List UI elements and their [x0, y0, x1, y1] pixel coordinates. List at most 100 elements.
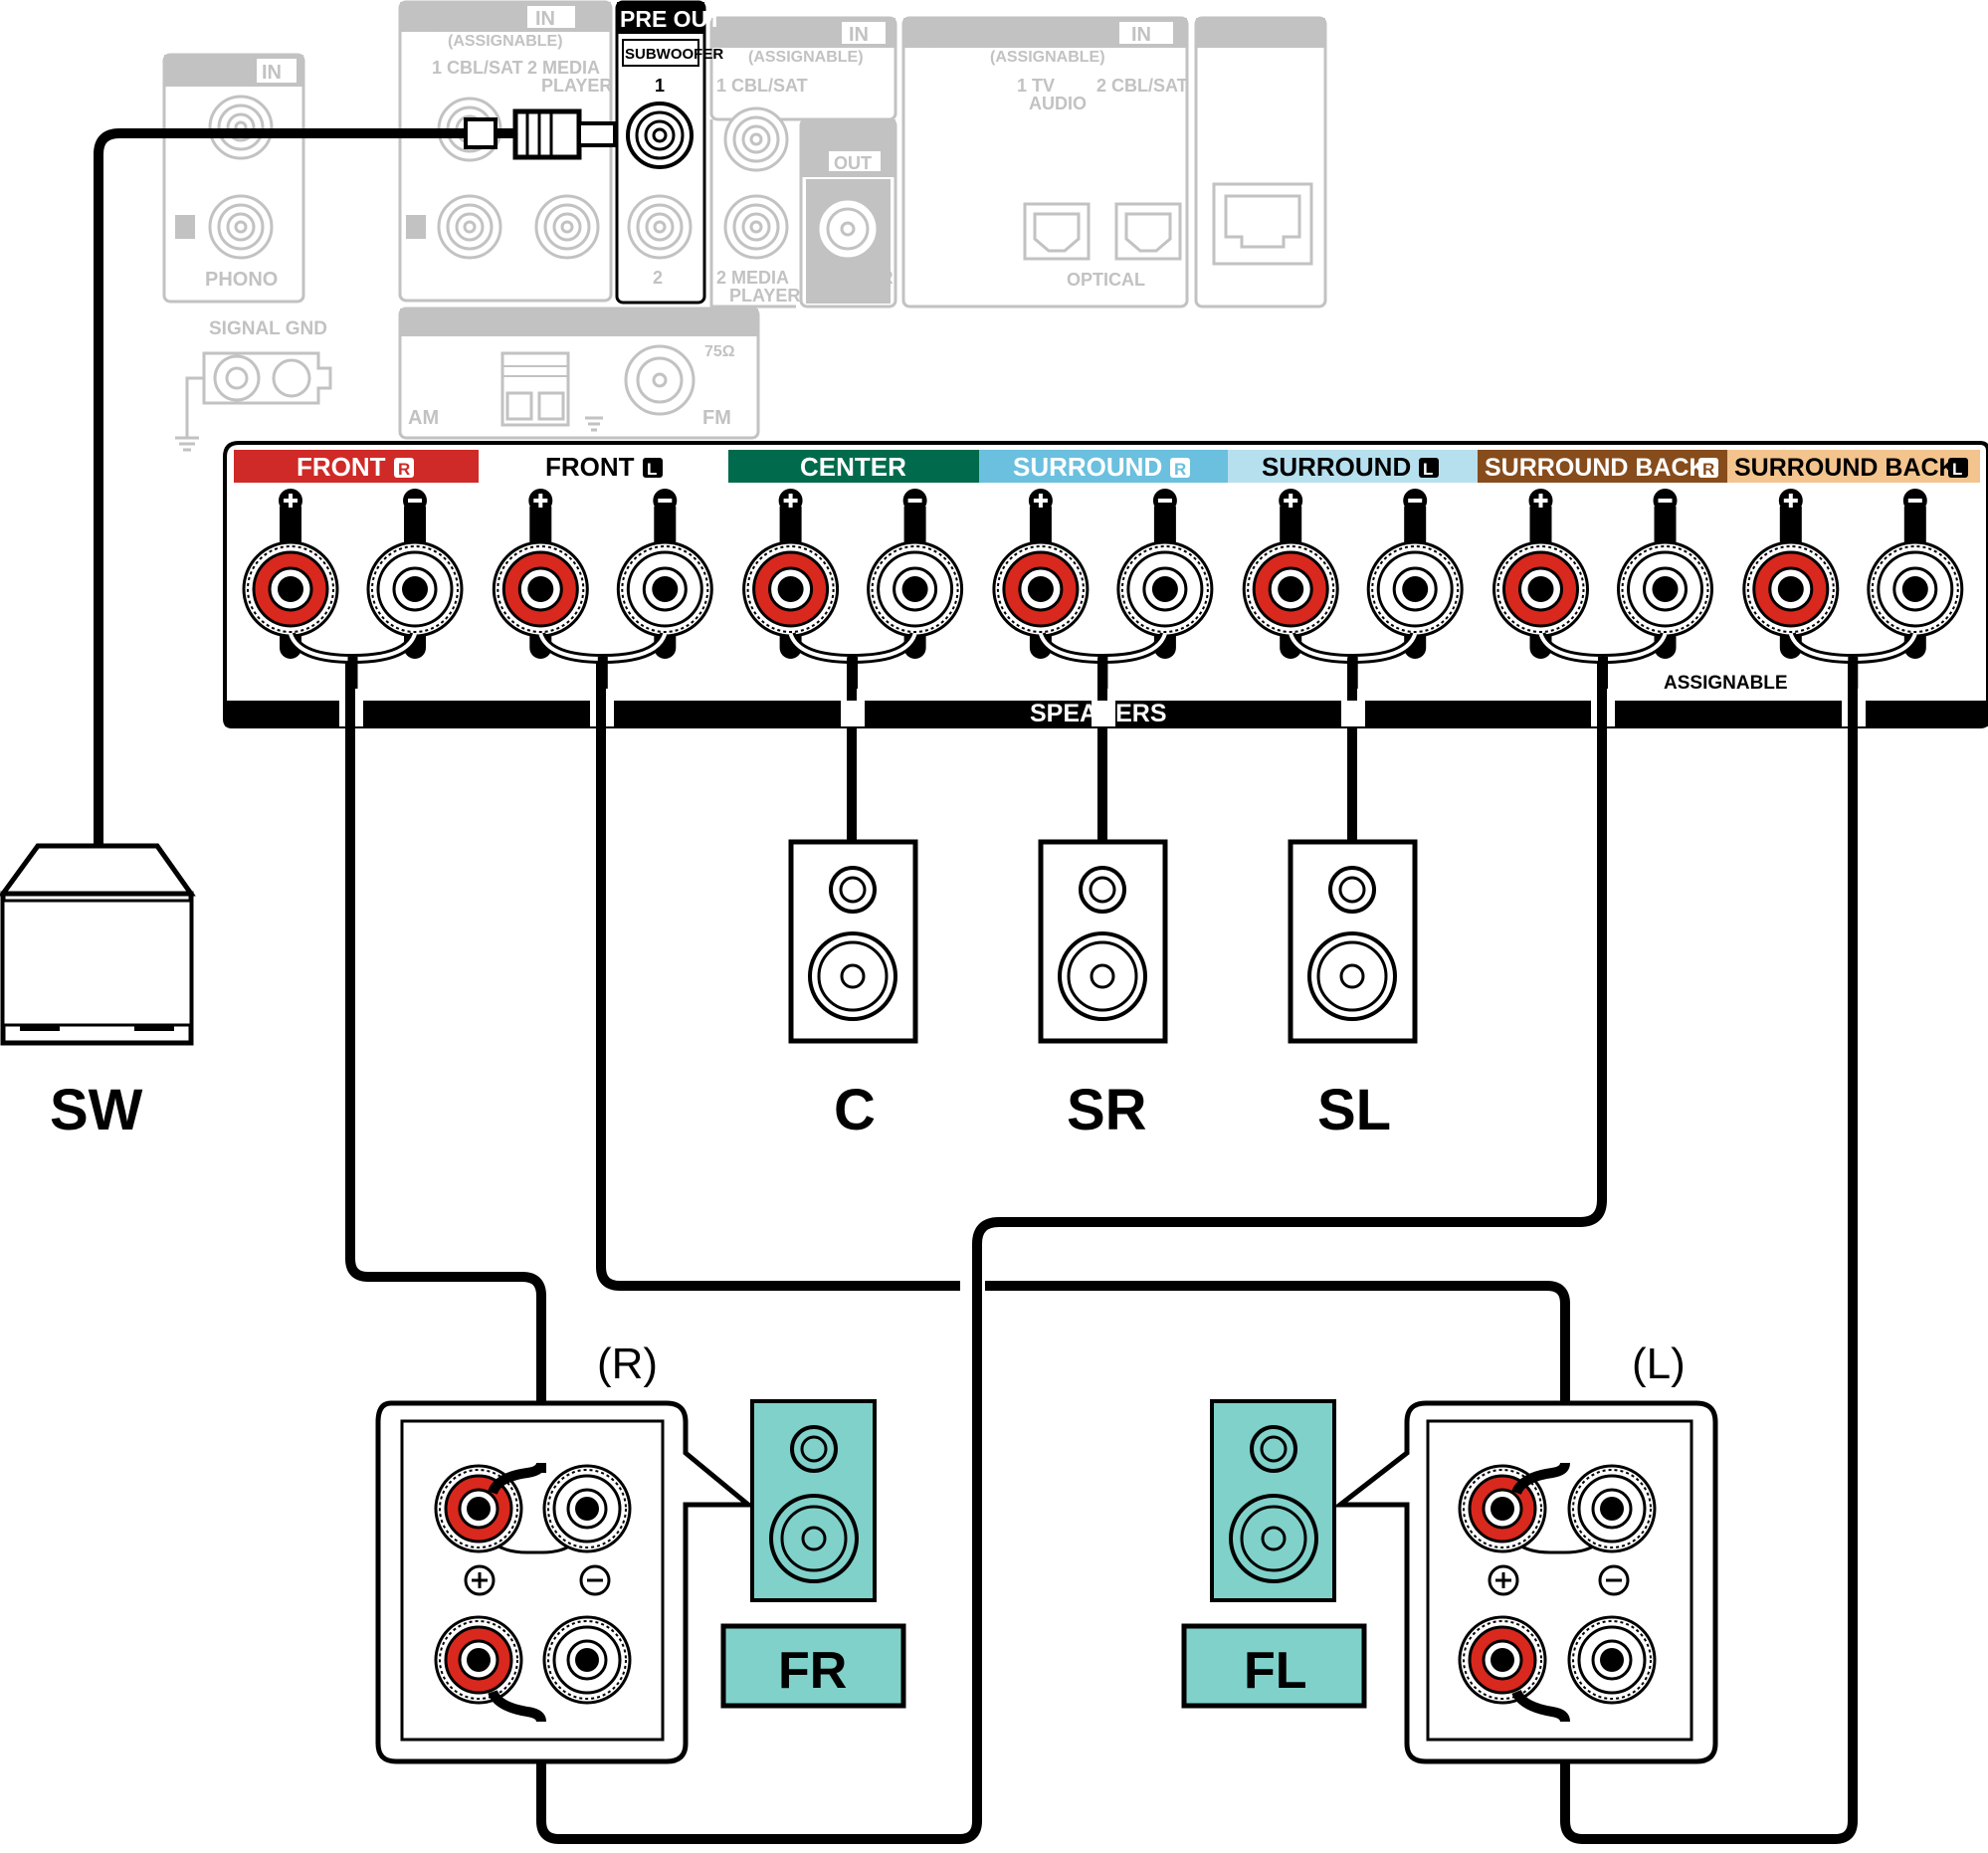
channel-surround-l-side: L — [1423, 460, 1433, 479]
monitor-label: MONITOR — [809, 268, 894, 288]
audio-in-phono-section: AUDIO IN R PHONO — [162, 53, 305, 304]
audio-in-phono-badge: IN — [262, 62, 282, 84]
channel-surround-r-side: R — [1174, 460, 1186, 479]
network-section: NETWORK — [1194, 16, 1327, 309]
channel-center-name: CENTER — [800, 452, 906, 482]
front-r-speaker — [750, 1399, 877, 1602]
antenna-ohm: 75Ω — [704, 343, 735, 360]
terminal-negative[interactable] — [1867, 540, 1964, 638]
terminal-minus-mark[interactable] — [403, 489, 427, 513]
signal-gnd-label: SIGNAL GND — [209, 318, 327, 339]
audio-in-title: AUDIO — [430, 5, 506, 32]
network-title: NETWORK — [1201, 21, 1325, 48]
channel-front-l-name: FRONT — [545, 452, 635, 482]
front-l-terminal-box — [1332, 1400, 1718, 1764]
terminal-positive[interactable] — [1242, 540, 1339, 638]
audio-in-r: R — [409, 217, 424, 239]
terminal-minus-mark[interactable] — [653, 489, 678, 513]
channel-surround-r-name: SURROUND — [1013, 452, 1162, 482]
pre-out-section: PRE OUT SUBWOOFER 1 2 — [615, 0, 723, 305]
terminal-positive[interactable] — [242, 540, 339, 638]
phono-label: PHONO — [205, 269, 278, 291]
terminal-negative[interactable] — [616, 540, 713, 638]
subwoofer-label: SUBWOOFER — [625, 46, 723, 63]
audio-in-phono-r: R — [178, 217, 193, 239]
audio-in-badge: IN — [535, 8, 555, 30]
pre-out-2-label: 2 — [653, 268, 663, 288]
subwoofer-out-1-jack[interactable] — [626, 102, 694, 169]
audio-in-assignable-section: AUDIO IN (ASSIGNABLE) 1 CBL/SAT 2 MEDIA … — [398, 0, 613, 303]
terminal-positive[interactable] — [1742, 540, 1840, 638]
terminal-plus-mark[interactable] — [1778, 489, 1803, 513]
sl-label: SL — [1317, 1078, 1391, 1142]
terminal-plus-mark[interactable] — [1279, 489, 1303, 513]
video-out-section: VIDEO OUT MONITOR — [799, 117, 897, 309]
terminal-negative[interactable] — [867, 540, 964, 638]
front-r-terminal-box — [375, 1400, 755, 1764]
video-in-subtitle: (ASSIGNABLE) — [748, 49, 864, 66]
channel-surround-back-l-name: SURROUND BACK — [1734, 454, 1957, 482]
subwoofer — [0, 843, 196, 1046]
antenna-fm: FM — [702, 407, 731, 429]
digital-audio-2-label: 2 CBL/SAT — [1096, 76, 1188, 96]
digital-audio-1b-label: AUDIO — [1029, 94, 1087, 113]
channel-front-r-side: R — [398, 460, 410, 479]
channel-front-l-side: L — [647, 460, 657, 479]
digital-audio-section: DIGITAL AUDIO IN (ASSIGNABLE) 1 TV AUDIO… — [901, 16, 1189, 309]
terminal-minus-mark[interactable] — [902, 489, 927, 513]
terminal-positive[interactable] — [992, 540, 1090, 638]
audio-in-subtitle: (ASSIGNABLE) — [448, 33, 563, 50]
terminal-minus-mark[interactable] — [1152, 489, 1177, 513]
optical-label: OPTICAL — [1067, 270, 1145, 290]
antenna-title: ANTENNA — [516, 310, 633, 337]
terminal-plus-mark[interactable] — [1528, 489, 1553, 513]
channel-surround-back-r-name: SURROUND BACK — [1485, 454, 1707, 482]
audio-in-1-label: 1 CBL/SAT — [432, 58, 523, 78]
cables — [94, 128, 1357, 851]
long-cables — [345, 661, 1858, 1844]
signal-gnd-section: SIGNAL GND — [175, 318, 332, 452]
pre-out-1-label: 1 — [655, 76, 665, 96]
terminal-negative[interactable] — [1116, 540, 1214, 638]
pre-out-title: PRE OUT — [620, 6, 721, 32]
terminal-plus-mark[interactable] — [528, 489, 553, 513]
c-label: C — [834, 1078, 876, 1142]
terminal-negative[interactable] — [366, 540, 464, 638]
terminal-plus-mark[interactable] — [279, 489, 302, 513]
digital-audio-subtitle: (ASSIGNABLE) — [990, 49, 1105, 66]
digital-audio-badge: IN — [1131, 24, 1151, 46]
video-in-badge: IN — [849, 24, 869, 46]
audio-in-phono-title: AUDIO — [171, 58, 248, 85]
sr-label: SR — [1067, 1078, 1147, 1142]
video-out-badge: OUT — [834, 153, 872, 173]
terminal-plus-mark[interactable] — [1028, 489, 1053, 513]
terminal-negative[interactable] — [1617, 540, 1713, 638]
top-panel: AUDIO IN R PHONO AUDIO IN (ASSIGNABLE) 1… — [162, 0, 1327, 452]
terminal-positive[interactable] — [742, 540, 840, 638]
video-out-title: VIDEO — [808, 123, 883, 150]
audio-in-2-label: 2 MEDIA — [527, 58, 600, 78]
channel-front-r-name: FRONT — [297, 452, 386, 482]
terminal-positive[interactable] — [492, 540, 589, 638]
terminal-minus-mark[interactable] — [1653, 489, 1678, 513]
fl-label: FL — [1244, 1642, 1307, 1700]
terminal-positive[interactable] — [1492, 540, 1589, 638]
digital-audio-title: DIGITAL AUDIO — [920, 21, 1096, 48]
center-speaker — [791, 842, 915, 1041]
video-in-1-label: 1 CBL/SAT — [716, 76, 808, 96]
terminal-minus-mark[interactable] — [1902, 489, 1927, 513]
fl-side-label: (L) — [1632, 1339, 1686, 1388]
terminal-plus-mark[interactable] — [778, 489, 803, 513]
assignable-label: ASSIGNABLE — [1664, 673, 1788, 694]
video-in-title: VIDEO — [758, 21, 833, 48]
terminal-negative[interactable] — [1366, 540, 1464, 638]
antenna-section: ANTENNA 75Ω AM FM — [398, 307, 760, 440]
antenna-am: AM — [408, 407, 439, 429]
terminal-minus-mark[interactable] — [1403, 489, 1428, 513]
channel-surround-back-r-side: R — [1702, 460, 1714, 479]
sw-label: SW — [50, 1078, 143, 1142]
digital-audio-1-label: 1 TV — [1017, 76, 1055, 96]
front-l-speaker — [1210, 1399, 1336, 1602]
